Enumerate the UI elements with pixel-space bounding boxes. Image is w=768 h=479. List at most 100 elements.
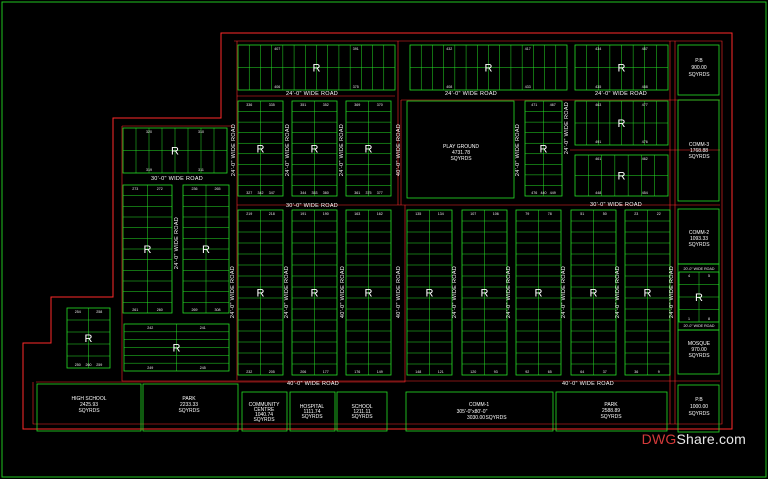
residential-symbol: R	[540, 144, 548, 156]
road-label-v-f: 24'-0" WIDE ROAD	[284, 266, 290, 318]
plot-number: 272	[157, 187, 163, 191]
plot-number: 149	[377, 370, 383, 374]
road-label-small-a: 20'-0" WIDE ROAD	[684, 267, 715, 271]
pb-top-area: 900.00	[691, 65, 707, 71]
plot-number: 259	[96, 363, 102, 367]
residential-symbol: R	[313, 63, 321, 75]
plot-number: 241	[200, 326, 206, 330]
high-school-area: 2425.93	[80, 402, 98, 408]
plot-number: 261	[132, 308, 138, 312]
road-label-v-40a: 40'-0" WIDE ROAD	[396, 124, 402, 176]
road-label-v-e: 24'-0" WIDE ROAD	[230, 266, 236, 318]
road-edge	[32, 40, 723, 425]
hospital-unit: SQYRDS	[301, 414, 323, 420]
plot-number: 327	[246, 191, 252, 195]
plot-number: 92	[525, 370, 529, 374]
plot-number: 477	[642, 103, 648, 107]
plot-number: 265	[215, 187, 221, 191]
plot-number: 191	[300, 212, 306, 216]
road-label-30-right: 30'-0" WIDE ROAD	[590, 202, 642, 208]
road-label-v-b: 24'-0" WIDE ROAD	[285, 124, 291, 176]
road-labels: 24'-0" WIDE ROAD 24'-0" WIDE ROAD 24'-0"…	[151, 91, 715, 387]
plot-number: 64	[580, 370, 584, 374]
park-right-area: 2588.89	[602, 408, 620, 414]
plot-number: 36	[634, 370, 638, 374]
park-left-unit: SQYRDS	[178, 408, 200, 414]
plot-number: 342	[258, 191, 264, 195]
residential-symbol: R	[426, 288, 434, 300]
comm2-name: COMM-2	[689, 230, 709, 236]
road-label-v-c: 24'-0" WIDE ROAD	[339, 124, 345, 176]
residential-symbol: R	[590, 288, 598, 300]
plot-number: 407	[274, 47, 280, 51]
pb-bottom-unit: SQYRDS	[688, 411, 710, 417]
residential-symbol: R	[365, 144, 373, 156]
amenity-outlines	[36, 44, 720, 433]
residential-symbol: R	[485, 63, 493, 75]
plot-number: 449	[550, 191, 556, 195]
plot-number: 319	[146, 168, 152, 172]
comm1-size: 305'-0"x80'-0"	[457, 409, 488, 415]
plot-number: 135	[415, 212, 421, 216]
plot-number: 344	[300, 191, 306, 195]
residential-symbol: R	[173, 343, 181, 355]
plot-number: 471	[531, 103, 537, 107]
plot-number: 406	[274, 85, 280, 89]
hospital-name: HOSPITAL	[300, 404, 325, 410]
pb-top-name: P.B	[695, 58, 703, 64]
plot-number: 121	[438, 370, 444, 374]
residential-symbol: R	[481, 288, 489, 300]
plot-number: 245	[200, 366, 206, 370]
plot-number: 375	[366, 191, 372, 195]
watermark: DWGShare.com	[642, 431, 746, 447]
plot-number: 269	[192, 308, 198, 312]
comm1-unit: SQYRDS	[485, 415, 507, 421]
school-area: 1211.11	[353, 409, 371, 415]
community-name: COMMUNITY	[249, 402, 280, 408]
plot-number: 352	[323, 103, 329, 107]
road-label-v-k: 24'-0" WIDE ROAD	[561, 266, 567, 318]
plot-number: 93	[494, 370, 498, 374]
road-label-v-l: 24'-0" WIDE ROAD	[615, 266, 621, 318]
high-school-name: HIGH SCHOOL	[71, 396, 106, 402]
plot-number: 320	[146, 130, 152, 134]
road-label-top-c: 24'-0" WIDE ROAD	[595, 91, 647, 97]
residential-symbol: R	[365, 288, 373, 300]
plot-number: 308	[215, 308, 221, 312]
residential-symbol: R	[618, 171, 626, 183]
road-label-30-left: 30'-0" WIDE ROAD	[151, 176, 203, 182]
plot-number: 369	[354, 103, 360, 107]
plot-number: 476	[642, 140, 648, 144]
plot-number: 65	[548, 370, 552, 374]
residential-symbol: R	[202, 244, 210, 256]
road-label-v-j: 24'-0" WIDE ROAD	[506, 266, 512, 318]
comm3-unit: SQYRDS	[688, 154, 710, 160]
plot-number: 476	[531, 191, 537, 195]
plot-number: 177	[323, 370, 329, 374]
plot-number: 1	[688, 317, 690, 321]
pb-bottom-area: 1000.00	[690, 404, 708, 410]
residential-symbol: R	[644, 288, 652, 300]
road-label-v-h: 24'-0" WIDE ROAD	[564, 102, 570, 154]
road-label-40-bottom-right: 40'-0" WIDE ROAD	[562, 381, 614, 387]
plot-number: 232	[246, 370, 252, 374]
plot-number: 260	[157, 308, 163, 312]
school-name: SCHOOL	[351, 404, 372, 410]
plot-number: 120	[470, 370, 476, 374]
road-label-v-m: 24'-0" WIDE ROAD	[669, 266, 675, 318]
plot-number: 360	[323, 191, 329, 195]
plot-number: 249	[147, 366, 153, 370]
